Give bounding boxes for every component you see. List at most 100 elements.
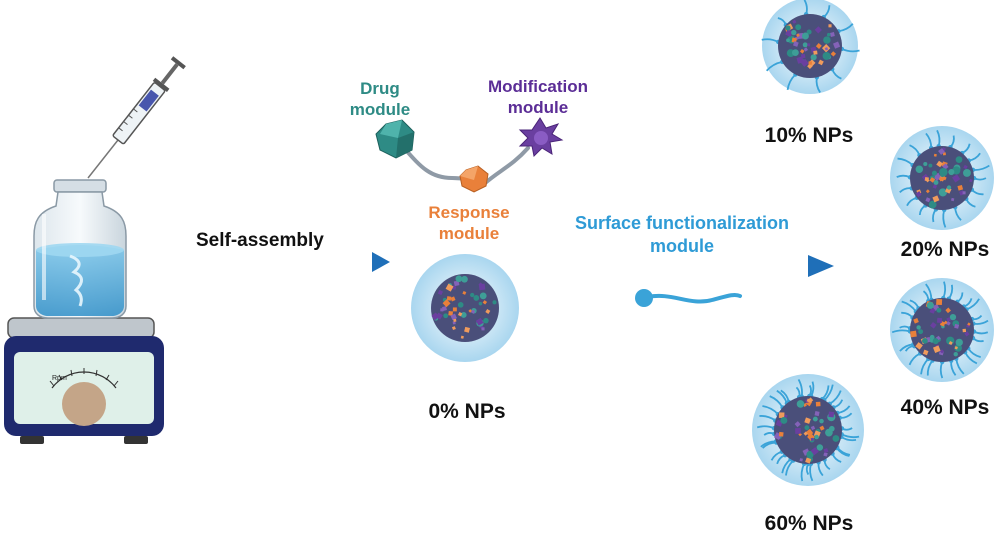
core-module <box>819 418 824 424</box>
core-module <box>808 59 816 67</box>
response-module-icon <box>459 165 489 193</box>
core-module <box>963 164 968 170</box>
core-module <box>808 61 813 65</box>
core-module <box>918 329 924 335</box>
core-module <box>823 36 831 44</box>
surface-functionalization-arrowhead <box>808 255 834 277</box>
core-module <box>785 29 793 37</box>
core-module <box>963 168 971 177</box>
nanoparticle-1 <box>761 0 860 94</box>
core-module <box>929 177 936 183</box>
core-module <box>442 306 447 312</box>
core-module <box>460 335 464 339</box>
core-module <box>468 309 473 313</box>
core-module <box>448 310 454 316</box>
core-module <box>792 49 799 56</box>
core-module <box>921 337 928 344</box>
core-module <box>953 351 958 357</box>
core-module <box>801 32 809 40</box>
core-module <box>936 298 943 306</box>
core-module <box>833 41 841 49</box>
core-module <box>473 295 480 301</box>
core-module <box>470 309 476 314</box>
core-module <box>967 322 971 326</box>
core-module <box>942 176 947 181</box>
core-module <box>492 300 497 305</box>
core-module <box>955 156 963 163</box>
core-module <box>800 58 809 67</box>
core-module <box>915 165 924 173</box>
core-module <box>939 167 948 177</box>
core-module <box>810 54 817 61</box>
core-module <box>830 51 837 57</box>
core-module <box>823 448 829 454</box>
surface-ligand-icon <box>635 289 742 307</box>
self-assembly-arrowhead <box>372 252 390 272</box>
syringe-icon <box>87 56 186 179</box>
np-label-0: 0% NPs <box>428 400 506 423</box>
core-module <box>931 170 938 176</box>
core-module <box>482 300 488 305</box>
surface-functionalization-line1: Surface functionalization <box>574 213 790 233</box>
core-module <box>939 176 944 182</box>
core-module <box>916 325 921 330</box>
core-module <box>812 416 818 422</box>
core-module <box>823 452 828 457</box>
np-label-40: 40% NPs <box>900 396 990 419</box>
nanoparticle-3 <box>890 278 994 382</box>
core-module <box>946 317 951 322</box>
nanoparticle-0 <box>411 254 519 362</box>
core-module <box>939 349 945 354</box>
core-module <box>443 313 449 319</box>
core-module <box>932 184 938 189</box>
core-module <box>803 431 808 436</box>
core-module <box>461 275 468 283</box>
core-module <box>948 168 955 176</box>
core-module <box>824 47 829 51</box>
core-module <box>828 411 835 418</box>
core-module <box>913 318 919 324</box>
core-module <box>962 191 966 195</box>
core-module <box>806 450 814 459</box>
core-module <box>832 435 840 442</box>
np-label-60: 60% NPs <box>764 512 854 535</box>
core-module <box>952 174 961 183</box>
core-module <box>955 338 963 347</box>
core-module <box>814 434 819 440</box>
core-module <box>796 33 800 38</box>
core-module <box>483 317 489 324</box>
drug-module-label: Drug module <box>340 78 420 120</box>
nanoparticle-2 <box>890 126 994 230</box>
self-assembly-label: Self-assembly <box>196 230 324 251</box>
core-module <box>814 26 822 34</box>
core-module <box>923 161 928 167</box>
core-module <box>805 457 812 464</box>
core-module <box>450 296 456 302</box>
glass-jar-icon <box>33 179 127 319</box>
drug-module-line2: module <box>349 100 411 119</box>
core-module <box>810 437 814 441</box>
core-module <box>803 47 808 52</box>
modification-module-line2: module <box>507 98 569 117</box>
modification-module-label: Modification module <box>480 76 596 118</box>
core-module <box>815 43 822 49</box>
response-module-line2: module <box>438 224 500 243</box>
core-module <box>478 282 483 287</box>
core-module <box>795 428 801 434</box>
core-module <box>791 29 797 36</box>
core-module <box>806 29 812 35</box>
core-module <box>928 163 933 168</box>
core-module <box>964 331 970 337</box>
core-module <box>446 296 452 301</box>
core-module <box>442 299 451 308</box>
core-module <box>969 178 973 183</box>
nanoparticle-core <box>431 274 499 342</box>
core-module <box>933 345 941 353</box>
core-module <box>481 327 485 331</box>
core-module <box>948 341 953 346</box>
core-module <box>804 417 811 424</box>
core-module <box>936 317 943 324</box>
core-module <box>954 323 960 329</box>
core-module <box>452 307 457 312</box>
core-module <box>922 349 929 356</box>
